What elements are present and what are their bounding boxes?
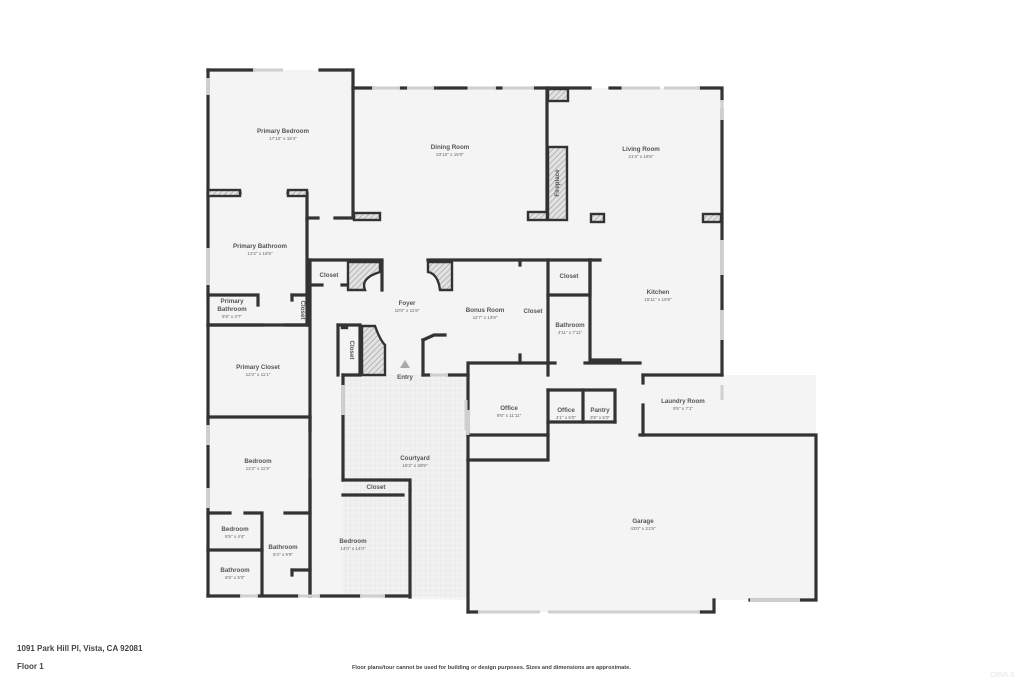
room-labels: Primary Bedroom 17'10" x 18'4" Dining Ro… xyxy=(217,128,705,580)
entry-arrow-icon xyxy=(400,360,410,368)
label-closet-kitchen: Closet xyxy=(560,273,579,280)
svg-text:6'5" x 4'4": 6'5" x 4'4" xyxy=(225,534,245,539)
svg-text:6'5" x 5'0": 6'5" x 5'0" xyxy=(225,575,245,580)
structural-columns xyxy=(206,87,723,377)
svg-text:21'4" x 16'5": 21'4" x 16'5" xyxy=(628,154,654,159)
label-closet-bonus: Closet xyxy=(524,308,543,315)
svg-text:12'2" x 11'1": 12'2" x 11'1" xyxy=(246,372,271,377)
disclaimer-text: Floor plans/tour cannot be used for buil… xyxy=(352,665,631,671)
label-laundry-room: Laundry Room xyxy=(661,398,705,405)
label-office-large: Office xyxy=(500,405,518,412)
floor-label: Floor 1 xyxy=(17,662,44,671)
svg-text:14'0" x 14'0": 14'0" x 14'0" xyxy=(340,546,366,551)
label-primary-bathroom-small-2: Bathroom xyxy=(217,306,247,313)
label-closet-entry: Closet xyxy=(348,341,355,360)
label-bedroom-west: Bedroom xyxy=(244,458,272,465)
label-entry: Entry xyxy=(397,374,413,381)
label-kitchen: Kitchen xyxy=(647,289,670,296)
svg-text:23'10" x 15'0": 23'10" x 15'0" xyxy=(436,152,464,157)
svg-text:12'2" x 16'5": 12'2" x 16'5" xyxy=(247,251,273,256)
svg-text:17'10" x 18'4": 17'10" x 18'4" xyxy=(269,136,297,141)
courtyard-floor xyxy=(343,375,467,597)
svg-text:5'9" x 3'7": 5'9" x 3'7" xyxy=(222,314,242,319)
svg-text:5'4" x 9'9": 5'4" x 9'9" xyxy=(273,552,293,557)
svg-text:43'0" x 21'9": 43'0" x 21'9" xyxy=(630,526,656,531)
label-primary-closet: Primary Closet xyxy=(236,364,280,371)
label-pantry: Pantry xyxy=(590,407,610,414)
label-primary-bedroom: Primary Bedroom xyxy=(257,128,309,135)
svg-text:4'1" x 5'0": 4'1" x 5'0" xyxy=(556,415,576,420)
label-closet-courtyard: Closet xyxy=(367,484,386,491)
label-bedroom-small: Bedroom xyxy=(221,526,249,533)
label-bathroom-mid: Bathroom xyxy=(268,544,298,551)
label-closet-foyer: Closet xyxy=(320,272,339,279)
label-primary-bathroom: Primary Bathroom xyxy=(233,243,287,250)
svg-text:4'11" x 7'11": 4'11" x 7'11" xyxy=(558,330,583,335)
svg-text:9'8" x 11'11": 9'8" x 11'11" xyxy=(497,413,522,418)
svg-text:9'5" x 7'1": 9'5" x 7'1" xyxy=(673,406,693,411)
svg-text:3'6" x 5'0": 3'6" x 5'0" xyxy=(590,415,610,420)
svg-text:11'7" x 13'8": 11'7" x 13'8" xyxy=(473,315,498,320)
svg-text:10'0" x 11'8": 10'0" x 11'8" xyxy=(395,308,420,313)
label-garage: Garage xyxy=(632,518,654,525)
label-bathroom-center: Bathroom xyxy=(555,322,585,329)
watermark: CRMLS xyxy=(990,672,1015,679)
property-address: 1091 Park Hill Pl, Vista, CA 92081 xyxy=(17,644,143,653)
windows xyxy=(206,68,800,614)
label-closet-vertical: Closet xyxy=(299,301,306,320)
label-fireplace: Fireplace xyxy=(554,169,561,197)
svg-text:15'2" x 29'5": 15'2" x 29'5" xyxy=(402,463,428,468)
label-living-room: Living Room xyxy=(622,146,660,153)
label-bonus-room: Bonus Room xyxy=(466,307,505,314)
label-foyer: Foyer xyxy=(399,300,416,307)
svg-text:15'11" x 18'6": 15'11" x 18'6" xyxy=(644,297,672,302)
fireplace xyxy=(546,145,569,222)
label-primary-bathroom-small-1: Primary xyxy=(220,298,244,305)
label-dining-room: Dining Room xyxy=(431,144,470,151)
label-courtyard: Courtyard xyxy=(400,455,430,462)
svg-text:12'2" x 11'9": 12'2" x 11'9" xyxy=(246,466,271,471)
label-bedroom-south: Bedroom xyxy=(339,538,367,545)
floor-areas xyxy=(208,70,816,612)
label-office-small: Office xyxy=(557,407,575,414)
label-bathroom-sw: Bathroom xyxy=(220,567,250,574)
